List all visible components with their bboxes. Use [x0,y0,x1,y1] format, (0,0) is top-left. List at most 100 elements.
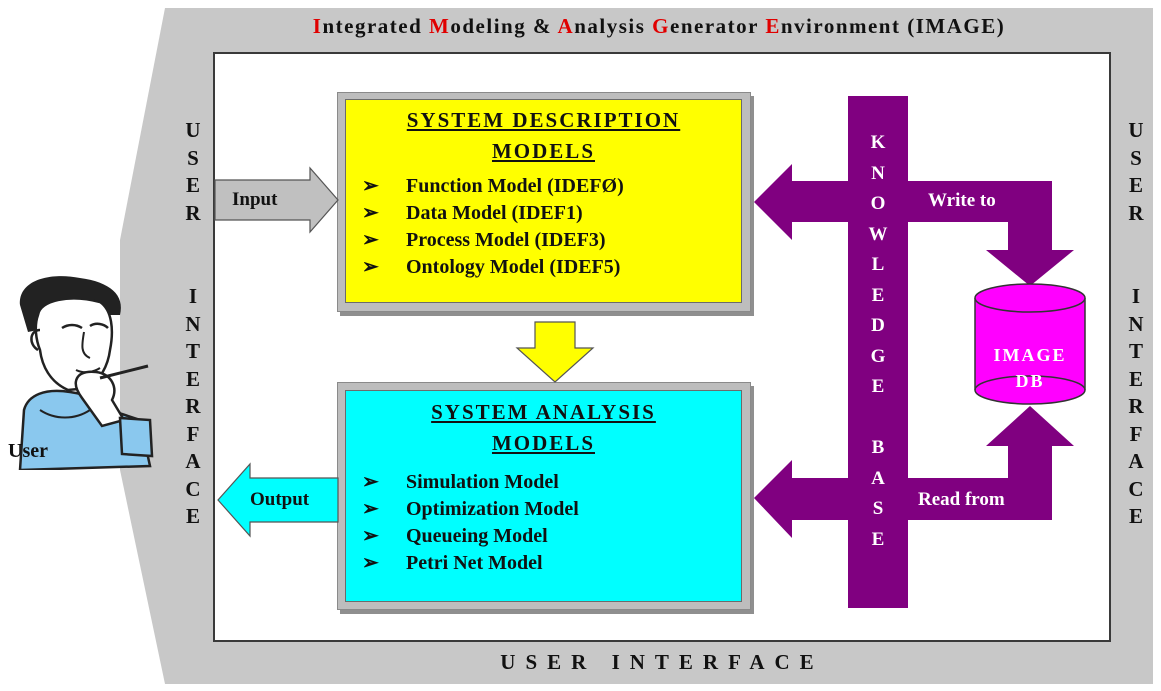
interface-letter: I [188,284,198,308]
database-label-2: DB [1015,371,1045,391]
interface-letter: R [1128,394,1144,418]
interface-letter: F [1129,421,1143,446]
down-arrow [515,321,595,383]
title-text: odeling & [450,14,558,38]
output-arrow [217,462,339,538]
knowledge-base-letter: D [871,315,885,336]
interface-letter: C [1128,476,1144,501]
analysis-title-1: SYSTEM ANALYSIS [431,400,656,424]
model-list-item: ➢ Queueing Model [362,523,741,550]
interface-letter: C [185,476,201,501]
output-label: Output [250,489,310,510]
arrow-bullet-icon: ➢ [362,498,379,520]
knowledge-base-letter: S [872,498,884,519]
title-text: nalysis [574,14,653,38]
title-initial: G [652,14,671,38]
read-arrow [754,406,1074,538]
title-text: enerator [670,14,766,38]
interface-letter: R [1128,200,1144,225]
knowledge-base-letter: K [870,132,886,153]
knowledge-base-letter: N [871,162,885,184]
user-label: User [8,440,48,462]
knowledge-base-letter: A [871,467,885,489]
title-initial: M [429,14,451,38]
model-name: Petri Net Model [406,552,543,574]
interface-letter: S [187,145,199,170]
interface-letter: R [185,394,201,418]
model-name: Queueing Model [406,525,548,547]
model-name: Process Model (IDEF3) [406,229,606,251]
knowledge-base-letter: B [871,437,885,458]
diagram-title: Integrated Modeling & Analysis Generator… [168,14,1150,39]
interface-letter: E [185,366,200,391]
knowledge-base-letter: L [871,254,885,275]
model-name: Function Model (IDEFØ) [406,175,624,197]
database-label-1: IMAGE [993,345,1067,365]
knowledge-base-letter: E [871,528,885,550]
interface-letter: T [1128,339,1143,363]
analysis-title-2: MODELS [491,431,595,455]
interface-letter: E [185,504,200,528]
interface-letter: U [185,118,201,142]
write-arrow [754,164,1074,286]
interface-letter: E [1128,366,1143,391]
description-title-2: MODELS [491,139,595,163]
interface-letter: A [185,449,201,473]
description-title-1: SYSTEM DESCRIPTION [406,108,681,132]
arrow-bullet-icon: ➢ [362,229,379,251]
database-cylinder [974,283,1086,405]
interface-letter: E [1128,504,1143,528]
read-from-label: Read from [918,489,1005,510]
user-interface-bottom: USER INTERFACE [500,650,824,674]
interface-letter: F [186,421,200,446]
title-initial: A [557,14,575,38]
model-list-item: ➢ Process Model (IDEF3) [362,227,741,254]
interface-letter: R [185,200,201,225]
arrow-bullet-icon: ➢ [362,202,379,224]
interface-letter: N [1128,311,1144,336]
arrow-bullet-icon: ➢ [362,175,379,197]
user-icon [18,276,154,470]
knowledge-base-bar [848,96,908,608]
knowledge-base-letter: G [870,345,886,367]
title-text: nvironment (IMAGE) [780,14,1006,38]
title-initial: I [312,14,323,38]
model-name: Data Model (IDEF1) [406,202,583,224]
model-list-item: ➢ Function Model (IDEFØ) [362,173,741,200]
model-name: Ontology Model (IDEF5) [406,256,621,278]
arrow-bullet-icon: ➢ [362,525,379,547]
knowledge-base-letter: E [871,376,885,397]
model-list-item: ➢ Petri Net Model [362,550,741,577]
arrow-bullet-icon: ➢ [362,471,379,493]
interface-letter: N [185,311,201,336]
knowledge-base-letter: O [870,193,886,214]
frame-trapezoid [120,8,165,684]
interface-letter: I [1131,284,1141,308]
model-list-item: ➢ Simulation Model [362,469,741,496]
description-items: ➢ Function Model (IDEFØ) ➢ Data Model (IDEF… [362,173,741,281]
arrow-bullet-icon: ➢ [362,256,379,278]
interface-letter: U [1128,118,1144,142]
model-list-item: ➢ Ontology Model (IDEF5) [362,254,741,281]
title-initial: E [765,14,781,38]
interface-letter: E [185,173,200,197]
analysis-items: ➢ Simulation Model ➢ Optimization Model ➢ Que… [362,469,741,577]
knowledge-base-letter: E [871,284,885,306]
input-arrow [214,166,339,234]
model-name: Simulation Model [406,471,559,493]
interface-letter: S [1130,145,1142,170]
model-name: Optimization Model [406,498,579,520]
description-box: SYSTEM DESCRIPTION MODELS ➢ Function Mode… [345,99,742,303]
analysis-box: SYSTEM ANALYSIS MODELS ➢ Simulation Model… [345,390,742,602]
input-label: Input [232,189,278,210]
arrow-bullet-icon: ➢ [362,552,379,574]
knowledge-base-letter [848,403,908,434]
interface-letter: A [1128,449,1144,473]
